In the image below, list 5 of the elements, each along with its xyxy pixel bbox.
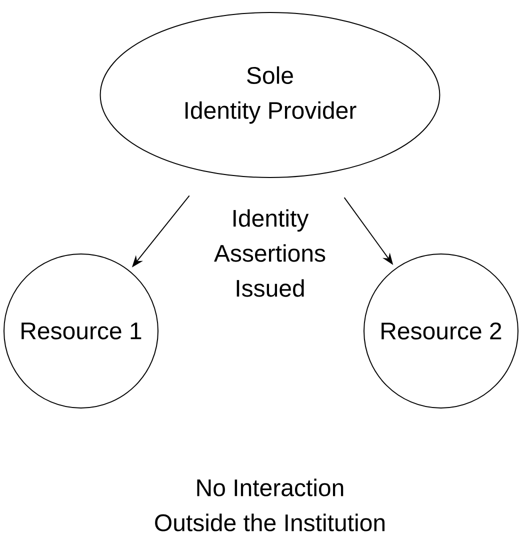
- circle-node: Resource 2: [364, 254, 518, 408]
- label-text: Identity Assertions Issued: [214, 209, 326, 297]
- circle-node: Resource 1: [4, 254, 158, 408]
- label-text: No Interaction Outside the Institution: [155, 478, 384, 532]
- ellipse-node: Sole Identity Provider: [100, 12, 440, 178]
